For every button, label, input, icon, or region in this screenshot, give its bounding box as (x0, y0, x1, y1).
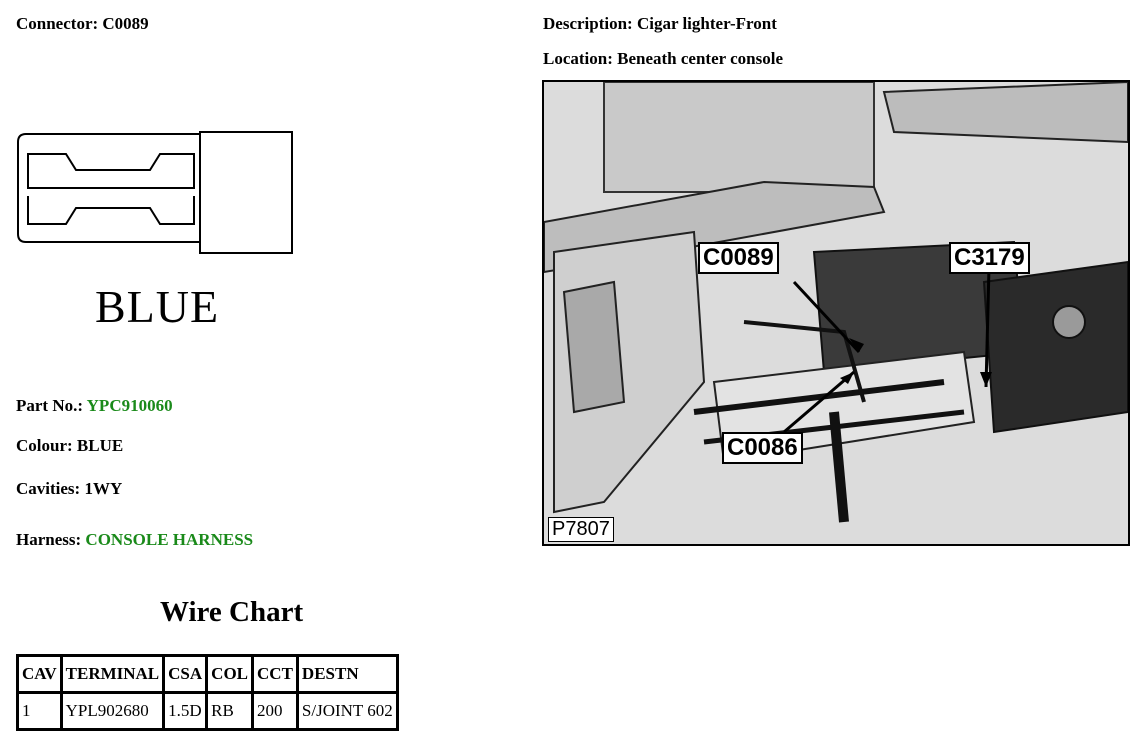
wire-chart-header-row: CAV TERMINAL CSA COL CCT DESTN (16, 654, 399, 694)
colour-row: Colour: BLUE (16, 436, 123, 456)
connector-location-photo: C0089 C3179 C0086 P7807 (542, 80, 1130, 546)
plate-number: P7807 (548, 517, 614, 542)
part-number-row: Part No.: YPC910060 (16, 396, 173, 416)
description-heading: Description: Cigar lighter-Front (543, 14, 777, 34)
location-heading: Location: Beneath center console (543, 49, 783, 69)
connector-value: C0089 (102, 14, 149, 33)
wire-chart-title: Wire Chart (160, 596, 304, 628)
console-illustration (544, 82, 1128, 544)
cell-cct: 200 (251, 691, 299, 731)
column-header-cav: CAV (16, 654, 63, 694)
callout-c0089: C0089 (698, 242, 779, 274)
colour-label: Colour: (16, 436, 73, 455)
table-row: 1 YPL902680 1.5D RB 200 S/JOINT 602 (16, 691, 399, 731)
column-header-csa: CSA (162, 654, 209, 694)
connector-face-diagram (17, 131, 293, 254)
connector-label: Connector: (16, 14, 99, 33)
harness-row: Harness: CONSOLE HARNESS (16, 530, 253, 550)
harness-label: Harness: (16, 530, 82, 549)
cavities-value: 1WY (84, 479, 123, 498)
harness-value: CONSOLE HARNESS (85, 530, 254, 549)
cell-destn: S/JOINT 602 (295, 691, 399, 731)
location-value: Beneath center console (617, 49, 784, 68)
cell-csa: 1.5D (162, 691, 209, 731)
column-header-cct: CCT (251, 654, 299, 694)
location-label: Location: (543, 49, 613, 68)
part-number-value: YPC910060 (86, 396, 173, 415)
cell-col: RB (205, 691, 255, 731)
colour-value: BLUE (76, 436, 124, 455)
description-value: Cigar lighter-Front (636, 14, 777, 33)
column-header-terminal: TERMINAL (59, 654, 166, 694)
part-number-label: Part No.: (16, 396, 84, 415)
wire-chart-table: CAV TERMINAL CSA COL CCT DESTN 1 YPL9026… (16, 654, 399, 731)
callout-c3179: C3179 (949, 242, 1030, 274)
cavities-row: Cavities: 1WY (16, 479, 122, 499)
connector-colour-caption: BLUE (95, 281, 220, 332)
description-label: Description: (543, 14, 633, 33)
cell-cav: 1 (16, 691, 63, 731)
connector-heading: Connector: C0089 (16, 14, 149, 34)
cavities-label: Cavities: (16, 479, 81, 498)
column-header-destn: DESTN (295, 654, 399, 694)
callout-c0086: C0086 (722, 432, 803, 464)
column-header-col: COL (205, 654, 255, 694)
cell-terminal: YPL902680 (59, 691, 166, 731)
